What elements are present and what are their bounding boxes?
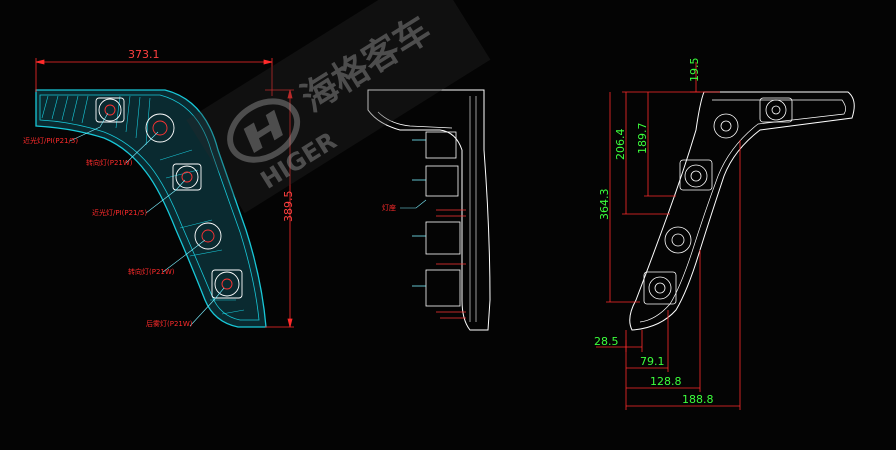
rear-view [629,91,855,331]
front-callout-lines [69,112,225,327]
front-view-bulbs [95,97,243,299]
dim-width-label: 373.1 [128,48,160,61]
front-view: 373.1 389.5 近光灯/PI(P21/5) 转向灯(P21W) 近光灯/… [23,48,295,328]
dim-height-label: 389.5 [282,191,295,223]
rear-dim-189-7: 189.7 [636,123,649,155]
rear-dim-206-4: 206.4 [614,129,627,161]
side-callout: 灯座 [382,203,396,212]
rear-dim-188-8: 188.8 [682,393,714,406]
rear-dim-364-3: 364.3 [598,189,611,221]
callout-1: 近光灯/PI(P21/5) [23,136,78,145]
front-view-outline [35,89,267,328]
rear-dim-79-1: 79.1 [640,355,665,368]
callout-5: 后雾灯(P21W) [146,319,193,328]
side-view-outline [367,89,491,331]
rear-dimensions [596,62,741,410]
side-callout-line [400,199,427,209]
rear-view-outline [629,91,855,331]
rear-dim-19-5: 19.5 [688,58,701,83]
side-view [367,89,491,331]
rear-dim-28-5: 28.5 [594,335,619,348]
callout-3: 近光灯/PI(P21/5) [92,208,147,217]
rear-dim-128-8: 128.8 [650,375,682,388]
callout-4: 转向灯(P21W) [128,267,175,276]
side-view-sockets [412,131,466,319]
rear-view-bulbs [643,97,793,305]
front-view-inner-outline [39,94,260,321]
callout-2: 转向灯(P21W) [86,158,133,167]
